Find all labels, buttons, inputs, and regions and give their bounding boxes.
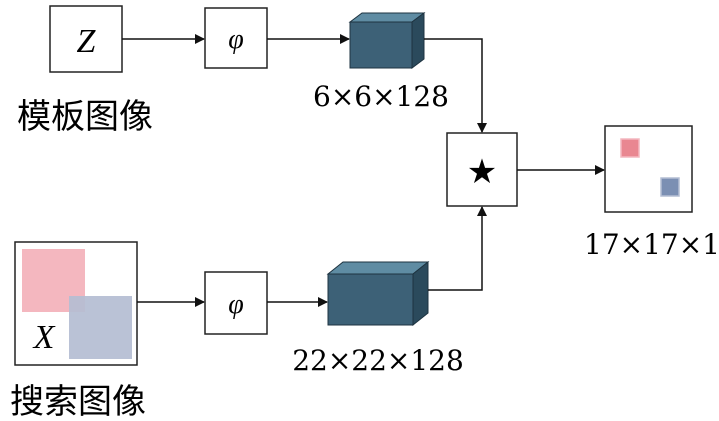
search-embedding-symbol: φ [228,289,244,320]
search-feature-label: 22×22×128 [292,344,464,377]
response-red-marker [620,138,640,158]
search-symbol: X [32,319,56,356]
template-embedding-box: φ [204,7,268,69]
template-image-box: Z [49,5,123,73]
search-caption: 搜索图像 [10,382,146,421]
search-feature-cube [326,260,430,327]
arrow-template-feature-to-correlation [424,38,487,133]
template-embedding-symbol: φ [228,24,244,55]
search-image-box: X [14,241,138,366]
search-blue-patch [69,296,132,359]
correlation-star-icon: ★ [467,152,497,192]
template-caption: 模板图像 [17,97,153,137]
output-label: 17×17×1 [584,228,719,261]
response-map-box [604,125,693,213]
response-blue-marker [660,177,680,197]
template-feature-label: 6×6×128 [313,80,449,113]
template-symbol: Z [77,23,97,60]
arrow-search-feature-to-correlation [428,206,487,291]
search-embedding-box: φ [204,271,268,335]
template-feature-cube [348,12,426,69]
cross-correlation-box: ★ [446,132,518,207]
